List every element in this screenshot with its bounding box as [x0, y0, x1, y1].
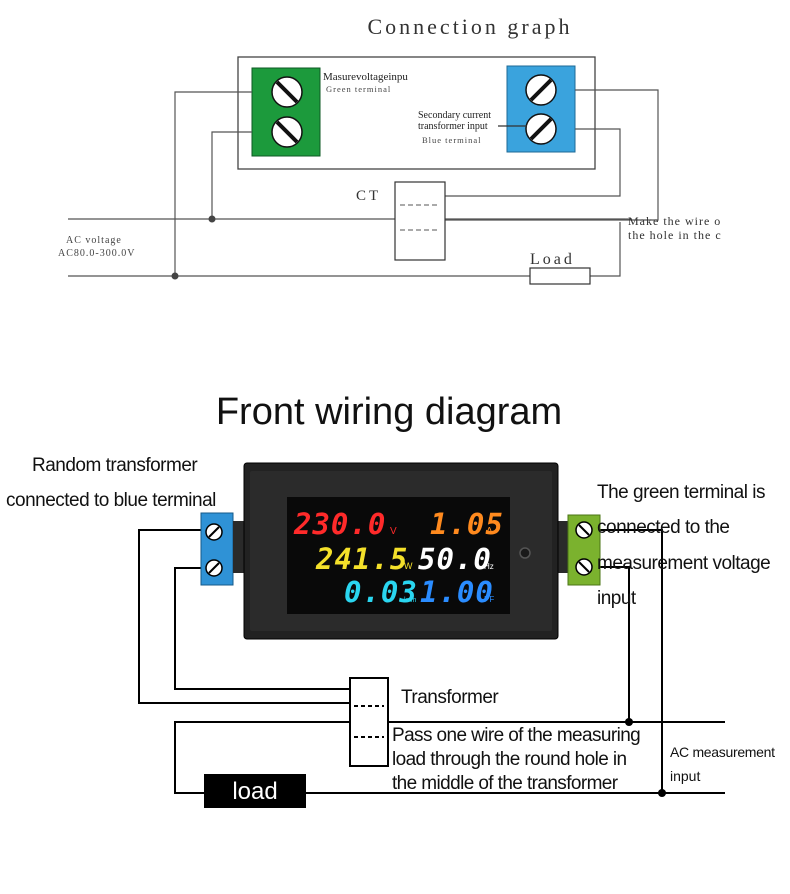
green-terminal-note-3: measurement voltage: [597, 553, 770, 574]
ac-voltage-label: AC voltage: [66, 235, 122, 246]
power-reading: 241.5: [315, 542, 408, 576]
junction-dot: [658, 789, 666, 797]
ac-measurement-input: input: [670, 768, 700, 784]
meter-display: [287, 497, 510, 614]
front-wiring-diagram: Front wiring diagram Random transformer …: [6, 391, 775, 808]
random-transformer-label-2: connected to blue terminal: [6, 490, 216, 511]
transformer-label: Transformer: [401, 687, 499, 708]
voltage-input-label: Masurevoltageinpu: [323, 71, 408, 83]
screw-icon: [205, 523, 223, 541]
energy-reading: 0.03: [344, 575, 418, 609]
wire-note-2: the hole in the c: [628, 228, 722, 242]
green-terminal-note-4: input: [597, 588, 637, 609]
green-terminal-note-1: The green terminal is: [597, 482, 765, 503]
screw-icon: [525, 113, 557, 145]
top-wires: [68, 89, 659, 277]
power-unit: W: [404, 561, 413, 571]
current-reading: 1.05: [430, 507, 504, 541]
green-terminal: [567, 514, 601, 586]
pass-wire-note-2: load through the round hole in: [392, 749, 627, 770]
screw-icon: [575, 521, 593, 539]
connection-graph: Connection graph Masurevoltageinpu Green…: [58, 14, 722, 285]
load-label-bottom: load: [232, 778, 277, 805]
screw-icon: [271, 116, 303, 148]
meter-button-icon: [519, 547, 531, 559]
voltage-reading: 230.0: [293, 507, 386, 541]
pf-unit: PF: [484, 595, 494, 604]
bottom-wires: [138, 529, 725, 794]
screw-icon: [575, 558, 593, 576]
green-terminal-caption: Green terminal: [326, 84, 391, 94]
junction-dot: [625, 718, 633, 726]
random-transformer-label-1: Random transformer: [32, 455, 198, 476]
current-input-label-2: transformer input: [418, 121, 488, 132]
ac-voltage-range: AC80.0-300.0V: [58, 248, 135, 259]
blue-terminal: [200, 512, 234, 586]
pass-wire-note-1: Pass one wire of the measuring: [392, 725, 640, 746]
pf-reading: 1.00: [420, 575, 494, 609]
screw-icon: [271, 76, 303, 108]
current-input-label-1: Secondary current: [418, 110, 491, 121]
panel-meter: 230.0 V 1.05 A 241.5 W 50.0 Hz 0.03 kwh …: [233, 462, 569, 640]
connection-graph-title: Connection graph: [367, 14, 572, 39]
front-wiring-title: Front wiring diagram: [216, 391, 562, 433]
transformer: [349, 677, 389, 767]
junction-dot: [171, 272, 179, 280]
energy-unit: kwh: [404, 597, 417, 604]
green-terminal-note-2: connected to the: [597, 517, 730, 538]
junction-dot: [208, 215, 216, 223]
pass-wire-note-3: the middle of the transformer: [392, 773, 619, 794]
frequency-reading: 50.0: [418, 542, 492, 576]
voltage-unit: V: [390, 526, 397, 537]
current-transformer: [394, 181, 446, 261]
screw-icon: [525, 74, 557, 106]
screw-icon: [205, 559, 223, 577]
frequency-unit: Hz: [484, 562, 494, 571]
blue-terminal-block: [506, 65, 576, 153]
blue-terminal-caption: Blue terminal: [422, 135, 482, 145]
load-box: [204, 774, 306, 808]
load-label: Load: [530, 251, 575, 268]
ac-measurement-label: AC measurement: [670, 744, 775, 760]
wire-note-1: Make the wire o: [628, 214, 721, 228]
load-resistor: [529, 267, 591, 285]
ct-label: CT: [356, 188, 381, 204]
current-unit: A: [486, 526, 493, 537]
green-terminal-block: [251, 67, 321, 157]
